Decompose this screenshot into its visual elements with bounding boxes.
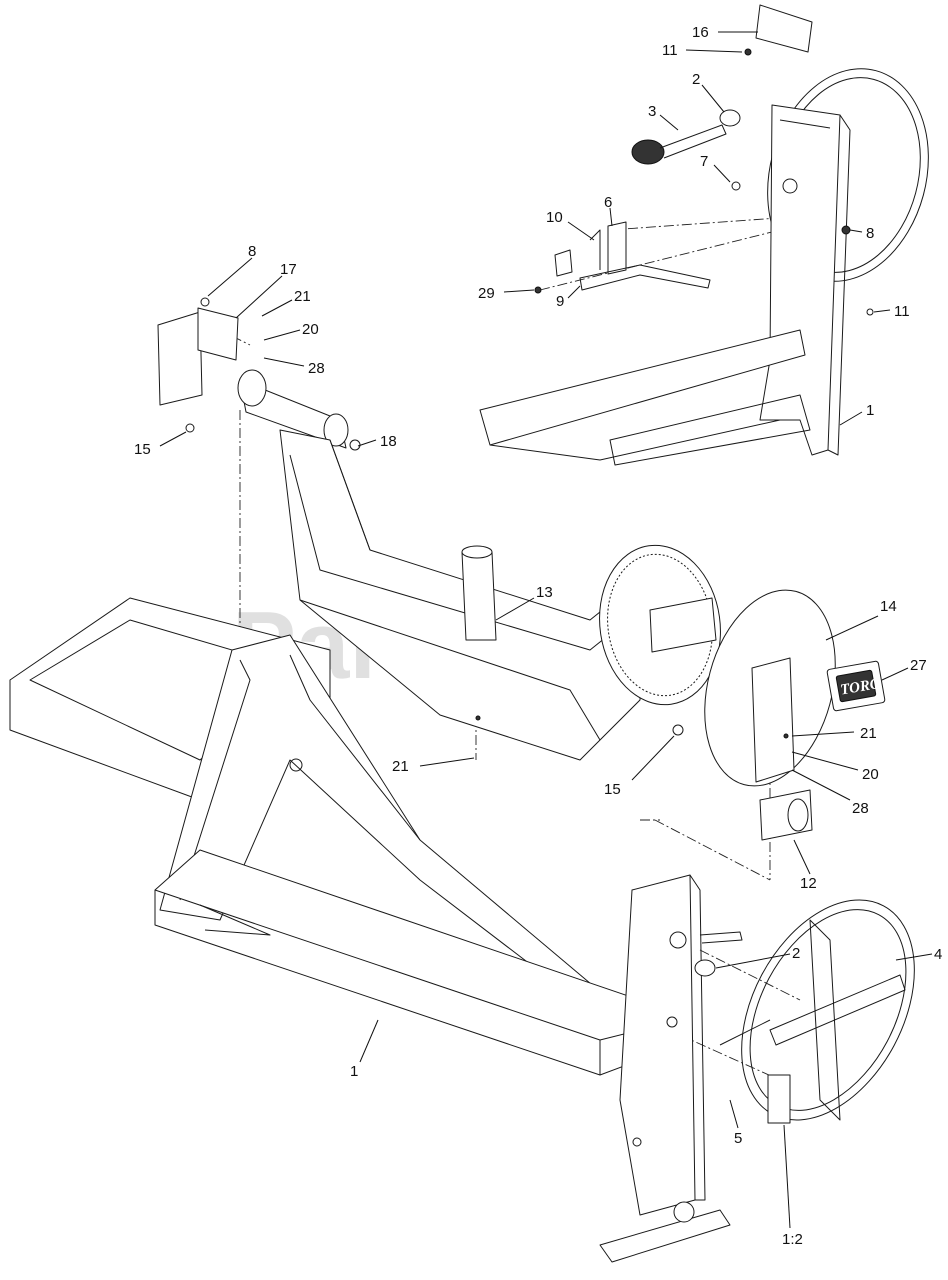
callout-7: 7 — [700, 153, 708, 170]
callout-5: 5 — [734, 1130, 742, 1147]
callout-28-right: 28 — [852, 800, 869, 817]
callout-15-upper: 15 — [134, 441, 151, 458]
callout-8-right: 8 — [866, 225, 874, 242]
callout-20-right: 20 — [862, 766, 879, 783]
callout-28-upper: 28 — [308, 360, 325, 377]
callout-27: 27 — [910, 657, 927, 674]
callout-leaders — [159, 31, 933, 1229]
callout-14: 14 — [880, 598, 897, 615]
callout-1-lower: 1 — [350, 1063, 358, 1080]
callout-9: 9 — [556, 293, 564, 310]
callout-12: 12 — [800, 875, 817, 892]
callout-16: 16 — [692, 24, 709, 41]
main-frame — [9, 597, 915, 1263]
callout-1-2: 1:2 — [782, 1231, 803, 1248]
callout-11-right: 11 — [894, 303, 910, 320]
callout-18: 18 — [380, 433, 397, 450]
callout-13: 13 — [536, 584, 553, 601]
callout-1-upper: 1 — [866, 402, 874, 419]
callout-20-upper: 20 — [302, 321, 319, 338]
callout-15-center: 15 — [604, 781, 621, 798]
callout-10: 10 — [546, 209, 563, 226]
callout-2-top: 2 — [692, 71, 700, 88]
callout-8-left: 8 — [248, 243, 256, 260]
callout-3: 3 — [648, 103, 656, 120]
callout-21-right: 21 — [860, 725, 877, 742]
callout-11-top: 11 — [662, 42, 678, 59]
spindle-housing: TORO — [157, 297, 886, 841]
callout-labels: 16 11 2 3 7 8 6 10 29 9 11 1 8 17 21 20 … — [134, 24, 942, 1248]
callout-6: 6 — [604, 194, 612, 211]
toro-decal-text: TORO — [839, 676, 882, 699]
callout-21-center: 21 — [392, 758, 409, 775]
callout-29: 29 — [478, 285, 495, 302]
callout-21-upper: 21 — [294, 288, 311, 305]
upper-frame-assembly — [479, 4, 929, 466]
callout-17: 17 — [280, 261, 297, 278]
callout-2-lower: 2 — [792, 945, 800, 962]
callout-4: 4 — [934, 946, 942, 963]
